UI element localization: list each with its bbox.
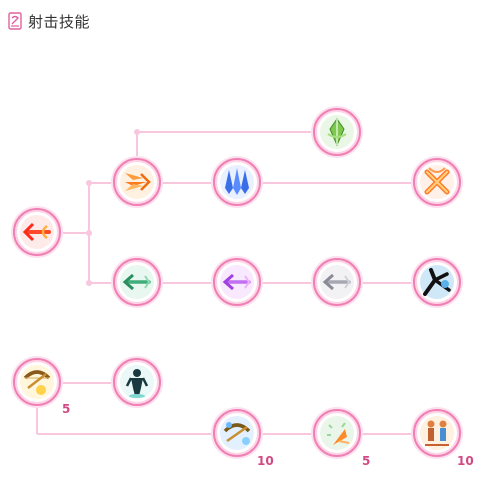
skill-node-ice-arrows[interactable] — [213, 158, 261, 206]
shadow-figure-icon — [120, 365, 154, 399]
green-crystal-icon — [320, 115, 354, 149]
skill-node-dark-claw[interactable] — [413, 258, 461, 306]
skill-node-cross-burst[interactable] — [413, 158, 461, 206]
panel-title: 射击技能 — [28, 12, 91, 31]
skill-book-icon — [8, 12, 22, 30]
sparkle-arrow-icon — [320, 416, 354, 450]
skill-node-green-arrow[interactable] — [113, 258, 161, 306]
panel-header: 射击技能 — [8, 10, 90, 32]
skill-node-green-crystal[interactable] — [313, 108, 361, 156]
skill-node-shadow-figure[interactable] — [113, 358, 161, 406]
skill-node-golden-bow[interactable] — [13, 358, 61, 406]
triple-arrow-icon — [120, 165, 154, 199]
skill-node-twin-archers[interactable] — [413, 409, 461, 457]
skill-node-silver-arrow[interactable] — [313, 258, 361, 306]
dark-claw-icon — [420, 265, 454, 299]
skill-node-purple-arrow[interactable] — [213, 258, 261, 306]
skill-node-fire-arrow[interactable] — [13, 208, 61, 256]
twin-archers-icon — [420, 416, 454, 450]
skill-level-badge: 10 — [257, 454, 274, 468]
skill-level-badge: 5 — [362, 454, 371, 468]
ice-arrows-icon — [220, 165, 254, 199]
skill-level-badge: 5 — [62, 402, 71, 416]
fire-arrow-icon — [20, 215, 54, 249]
skill-node-sparkle-arrow[interactable] — [313, 409, 361, 457]
skill-node-triple-arrow[interactable] — [113, 158, 161, 206]
skill-node-blue-bow[interactable] — [213, 409, 261, 457]
silver-arrow-icon — [320, 265, 354, 299]
blue-bow-icon — [220, 416, 254, 450]
green-arrow-icon — [120, 265, 154, 299]
skill-level-badge: 10 — [457, 454, 474, 468]
purple-arrow-icon — [220, 265, 254, 299]
cross-burst-icon — [420, 165, 454, 199]
golden-bow-icon — [20, 365, 54, 399]
